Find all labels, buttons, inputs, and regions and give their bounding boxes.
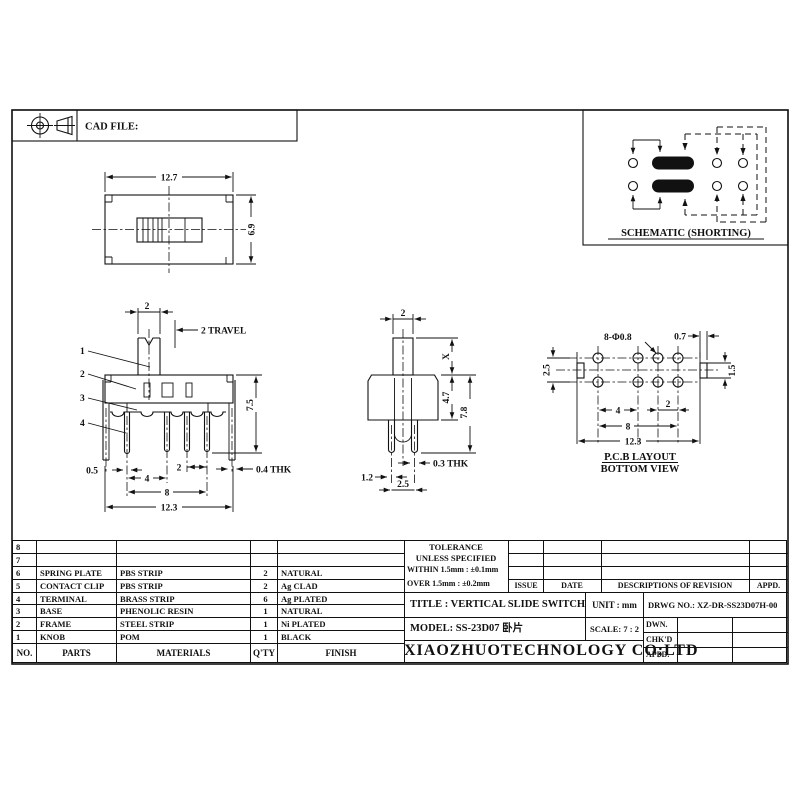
balloon-2: 2 xyxy=(80,370,85,380)
dim-side-pin: 1.2 xyxy=(361,474,373,484)
table-row: 7 xyxy=(13,553,404,567)
scale-label: SCALE: xyxy=(590,624,622,634)
scale-cell: SCALE: 7 : 2 xyxy=(586,618,644,641)
dim-side-thk: 0.3 THK xyxy=(433,460,469,470)
dwn-label: DWN. xyxy=(644,618,678,633)
table-row: 3 BASE PHENOLIC RESIN 1 NATURAL xyxy=(13,605,404,619)
chkd-label: CHK'D xyxy=(644,633,678,648)
drawing-title: TITLE : VERTICAL SLIDE SWITCH xyxy=(404,593,586,618)
dim-front-height: 7.5 xyxy=(246,399,256,411)
cad-file-box: CAD FILE: xyxy=(11,109,298,142)
projection-symbol-icon xyxy=(27,113,75,138)
dim-pcb-span: 8 xyxy=(626,423,631,433)
revision-date-header: DATE xyxy=(561,581,583,590)
revision-appd-header: APPD. xyxy=(756,581,781,590)
table-row: 6 SPRING PLATE PBS STRIP 2 NATURAL xyxy=(13,566,404,580)
top-view: 12.7 6.9 xyxy=(92,172,258,273)
revision-descriptions-header: DESCRIPTIONS OF REVISION xyxy=(617,581,733,590)
chkd-cell2 xyxy=(733,633,788,648)
dim-pcb-holes: 8-Φ0.8 xyxy=(604,333,632,343)
parts-table-header: NO. PARTS MATERIALS Q'TY FINISH xyxy=(13,644,404,664)
appd-cell xyxy=(678,648,733,662)
drwg-no: DRWG NO.: XZ-DR-SS23D07H-00 xyxy=(644,593,788,618)
dim-front-pin-width: 0.5 xyxy=(86,467,98,477)
tolerance-title: TOLERANCE xyxy=(429,542,483,552)
revision-issue-header: ISSUE xyxy=(514,581,538,590)
header-parts: PARTS xyxy=(37,644,117,664)
dim-front-pitch2: 2 xyxy=(177,464,182,474)
table-row: 5 CONTACT CLIP PBS STRIP 2 Ag CLAD xyxy=(13,579,404,593)
unit-value: mm xyxy=(621,600,637,610)
dim-pcb-slot-w: 0.7 xyxy=(674,333,686,343)
dim-side-height: 7.8 xyxy=(460,406,470,418)
dim-front-travel: 2 TRAVEL xyxy=(201,327,246,337)
scale-value: 7 : 2 xyxy=(623,624,639,634)
header-materials: MATERIALS xyxy=(117,644,251,664)
side-view: 2 X 4.7 7.8 0.3 THK 1.2 2.5 xyxy=(361,309,476,493)
header-finish: FINISH xyxy=(325,648,357,659)
schematic-box: SCHEMATIC (SHORTING) xyxy=(582,109,789,246)
title-and-parts-block: 8 7 6 SPRING PLATE PBS STRIP 2 NATURAL 5… xyxy=(12,540,788,664)
dim-pcb-slot-h: 1.5 xyxy=(728,364,738,376)
dim-pcb-pitch1: 4 xyxy=(616,407,621,417)
dim-front-span: 8 xyxy=(165,489,170,499)
dim-front-knob: 2 xyxy=(145,302,150,312)
table-row: 8 xyxy=(13,541,404,554)
dim-side-x: X xyxy=(442,353,452,360)
tolerance-over: OVER 1.5mm : ±0.2mm xyxy=(407,579,490,588)
unit-label: UNIT : xyxy=(592,600,620,610)
dim-pcb-row-pitch: 2.5 xyxy=(543,364,553,376)
revision-table: ISSUE DATE DESCRIPTIONS OF REVISION APPD… xyxy=(509,541,788,593)
dim-front-pitch1: 4 xyxy=(145,475,150,485)
dim-top-width: 12.7 xyxy=(161,174,178,184)
parts-table: 8 7 6 SPRING PLATE PBS STRIP 2 NATURAL 5… xyxy=(13,541,404,664)
model-cell: MODEL: SS-23D07 卧片 xyxy=(404,618,586,641)
signoff-stack: DWN. CHK'D APPD. xyxy=(644,618,788,662)
schematic-label: SCHEMATIC (SHORTING) xyxy=(621,228,751,239)
dim-side-knob: 2 xyxy=(401,309,406,319)
shorting-bar xyxy=(652,156,694,170)
header-qty: Q'TY xyxy=(251,644,278,664)
sheet-border xyxy=(11,109,789,665)
shorting-bar xyxy=(652,179,694,193)
balloon-4: 4 xyxy=(80,419,85,429)
dim-side-body: 4.7 xyxy=(442,391,452,403)
appd-label: APPD. xyxy=(644,648,678,662)
balloon-3: 3 xyxy=(80,394,85,404)
dim-top-height: 6.9 xyxy=(248,223,258,235)
pcb-layout: 8-Φ0.8 0.7 2.5 1.5 4 2 8 12 xyxy=(543,331,738,475)
table-row: 1 KNOB POM 1 BLACK xyxy=(13,631,404,645)
header-no: NO. xyxy=(13,644,37,664)
dim-front-thk: 0.4 THK xyxy=(256,466,292,476)
company-name: XIAOZHUOTECHNOLOGY CO;LTD xyxy=(404,641,698,662)
dim-side-pitch: 2.5 xyxy=(397,480,409,490)
dim-front-width: 12.3 xyxy=(161,504,178,514)
table-row: 2 FRAME STEEL STRIP 1 Ni PLATED xyxy=(13,618,404,632)
appd-cell2 xyxy=(733,648,788,662)
pcb-bottom-view-label: BOTTOM VIEW xyxy=(601,464,680,475)
tolerance-subtitle: UNLESS SPECIFIED xyxy=(415,553,497,563)
dim-pcb-width: 12.3 xyxy=(625,438,642,448)
balloon-1: 1 xyxy=(80,347,85,357)
tolerance-box: TOLERANCE UNLESS SPECIFIED WITHIN 1.5mm … xyxy=(404,541,509,593)
table-row: 4 TERMINAL BRASS STRIP 6 Ag PLATED xyxy=(13,592,404,606)
chkd-cell xyxy=(678,633,733,648)
front-view: 1 2 3 4 2 2 TRAVEL 7.5 0.5 4 xyxy=(80,302,292,514)
dwn-cell xyxy=(678,618,733,633)
cad-file-label: CAD FILE: xyxy=(85,122,138,133)
tolerance-within: WITHIN 1.5mm : ±0.1mm xyxy=(407,565,499,574)
unit-cell: UNIT : mm xyxy=(586,593,644,618)
dim-pcb-pitch2: 2 xyxy=(666,400,671,410)
pcb-layout-label: P.C.B LAYOUT xyxy=(604,452,676,463)
row-no: 8 xyxy=(13,541,37,554)
dwn-cell2 xyxy=(733,618,788,633)
